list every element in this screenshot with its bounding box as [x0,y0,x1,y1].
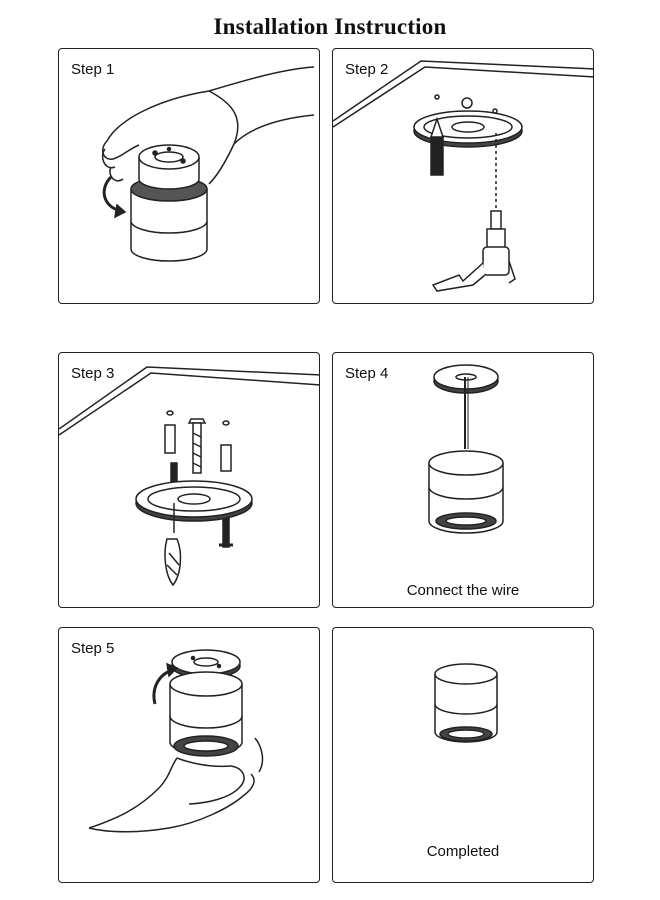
ceiling-icon [333,60,593,128]
light-fixture-icon [130,144,208,262]
drill-icon [431,210,516,292]
completed-panel: Completed [332,627,594,883]
step-4-label: Step 4 [345,365,389,382]
step-1-label: Step 1 [71,61,115,78]
light-fixture-icon [434,663,498,743]
step-5-label: Step 5 [71,640,115,657]
step-4-illustration [428,364,504,534]
step-2-label: Step 2 [345,61,389,78]
step-2-illustration [333,60,593,292]
screwdriver-icon [164,503,182,587]
hand-icon [101,66,315,185]
mounting-plate-icon [171,649,241,679]
light-fixture-icon [169,671,243,757]
screw-icon [170,418,233,548]
step-4-caption: Connect the wire [406,582,520,599]
wire-icon [464,377,469,449]
step-5-illustration [88,649,264,833]
ceiling-icon [59,366,319,436]
hand-icon [88,737,264,833]
page-title: Installation Instruction [213,14,447,39]
step-5-panel: Step 5 [58,627,320,883]
wall-plug-icon [164,410,232,472]
mounting-plate-icon [135,480,253,522]
mounting-plate-icon [413,94,523,148]
step-3-illustration [59,366,319,587]
light-fixture-icon [428,450,504,534]
step-3-panel: Step 3 [58,352,320,608]
step-2-panel: Step 2 [332,48,594,304]
step-1-panel: Step 1 [58,48,320,304]
completed-caption: Completed [426,843,500,860]
completed-illustration [434,663,498,743]
step-3-label: Step 3 [71,365,115,382]
step-1-illustration [101,66,315,262]
step-4-panel: Step 4 Connect the wire [332,352,594,608]
pencil-icon [429,116,445,176]
